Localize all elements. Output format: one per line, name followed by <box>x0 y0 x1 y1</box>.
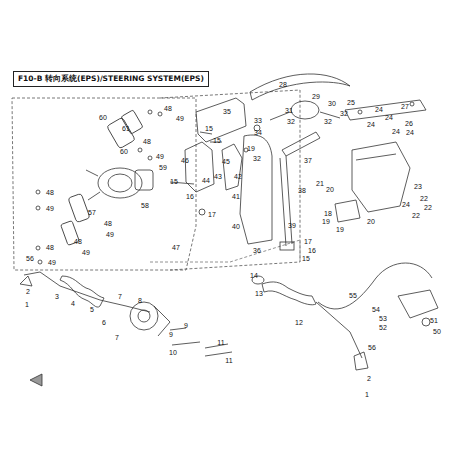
callout-number: 7 <box>115 334 119 341</box>
callout-number: 60 <box>99 114 107 121</box>
callout-number: 18 <box>324 210 332 217</box>
callout-number: 35 <box>223 108 231 115</box>
callout-number: 56 <box>26 255 34 262</box>
callout-number: 17 <box>208 211 216 218</box>
callout-number: 57 <box>88 209 96 216</box>
callout-number: 12 <box>295 319 303 326</box>
callout-number: 60 <box>120 148 128 155</box>
diagram-title: F10-B 转向系统(EPS)/STEERING SYSTEM(EPS) <box>13 71 209 87</box>
callout-number: 24 <box>392 128 400 135</box>
callout-number: 24 <box>375 106 383 113</box>
callout-number: 19 <box>247 145 255 152</box>
callout-number: 41 <box>232 193 240 200</box>
callout-number: 23 <box>414 183 422 190</box>
callout-number: 61 <box>122 125 130 132</box>
callout-number: 32 <box>253 155 261 162</box>
callout-number: 15 <box>302 255 310 262</box>
callout-number: 49 <box>48 259 56 266</box>
callout-number: 45 <box>222 158 230 165</box>
callout-number: 50 <box>433 328 441 335</box>
callout-number: 27 <box>401 103 409 110</box>
callout-number: 47 <box>172 244 180 251</box>
callout-number: 59 <box>159 164 167 171</box>
callout-number: 48 <box>46 189 54 196</box>
callout-number: 49 <box>156 153 164 160</box>
callout-number: 1 <box>365 391 369 398</box>
callout-number: 46 <box>181 157 189 164</box>
callout-number: 38 <box>298 187 306 194</box>
callout-number: 39 <box>288 222 296 229</box>
callout-number: 32 <box>340 110 348 117</box>
callout-number: 4 <box>71 300 75 307</box>
callout-number: 17 <box>304 238 312 245</box>
callout-number: 48 <box>104 220 112 227</box>
callout-number: 13 <box>255 290 263 297</box>
callout-number: 43 <box>214 173 222 180</box>
callout-number: 49 <box>106 231 114 238</box>
callout-number: 32 <box>324 118 332 125</box>
callout-number: 15 <box>170 178 178 185</box>
callout-number: 48 <box>143 138 151 145</box>
callout-number: 15 <box>205 125 213 132</box>
callout-number: 29 <box>312 93 320 100</box>
callout-number: 15 <box>213 137 221 144</box>
callout-number: 54 <box>372 306 380 313</box>
callout-number: 5 <box>90 306 94 313</box>
callout-number: 36 <box>253 247 261 254</box>
callout-number: 30 <box>328 100 336 107</box>
callout-number: 19 <box>322 218 330 225</box>
callout-number: 49 <box>46 205 54 212</box>
callout-number: 11 <box>217 339 224 346</box>
callout-number: 52 <box>379 324 387 331</box>
callout-number: 42 <box>234 173 242 180</box>
callout-number: 28 <box>279 81 287 88</box>
callout-number: 24 <box>402 201 410 208</box>
callout-number: 58 <box>141 202 149 209</box>
callout-number: 37 <box>304 157 312 164</box>
callout-number: 9 <box>169 331 173 338</box>
callout-number: 19 <box>336 226 344 233</box>
callout-number: 40 <box>232 223 240 230</box>
callout-number: 51 <box>430 317 438 324</box>
callout-number: 20 <box>367 218 375 225</box>
callout-number: 22 <box>412 212 420 219</box>
callout-number: 8 <box>138 297 142 304</box>
callout-number: 20 <box>326 186 334 193</box>
callout-number: 53 <box>379 315 387 322</box>
callout-number: 49 <box>82 249 90 256</box>
callout-number: 10 <box>169 349 177 356</box>
callout-number: 25 <box>347 99 355 106</box>
callout-number: 11 <box>225 357 232 364</box>
callout-number: 49 <box>176 115 184 122</box>
callout-number: 7 <box>118 293 122 300</box>
callout-number: 24 <box>367 121 375 128</box>
callout-number: 1 <box>25 301 29 308</box>
callout-number: 2 <box>26 288 30 295</box>
callout-number: 31 <box>285 107 293 114</box>
callout-number: 26 <box>405 120 413 127</box>
callout-number: 34 <box>254 129 262 136</box>
callout-number: 22 <box>420 195 428 202</box>
callout-number: 55 <box>349 292 357 299</box>
callout-number: 24 <box>385 114 393 121</box>
callout-number: 14 <box>250 272 258 279</box>
callout-number: 22 <box>424 204 432 211</box>
callout-number: 6 <box>102 319 106 326</box>
callout-number: 33 <box>254 117 262 124</box>
callout-number: 32 <box>287 118 295 125</box>
callout-number: 48 <box>46 244 54 251</box>
callout-number: 56 <box>368 344 376 351</box>
callout-number: 48 <box>74 238 82 245</box>
callout-number: 9 <box>184 322 188 329</box>
callout-number: 16 <box>308 247 316 254</box>
callout-number: 24 <box>406 129 414 136</box>
callout-number: 48 <box>164 105 172 112</box>
callout-number: 16 <box>186 193 194 200</box>
callout-number: 44 <box>202 177 210 184</box>
callout-number: 3 <box>55 293 59 300</box>
callout-number: 2 <box>367 375 371 382</box>
callout-number: 21 <box>316 180 324 187</box>
